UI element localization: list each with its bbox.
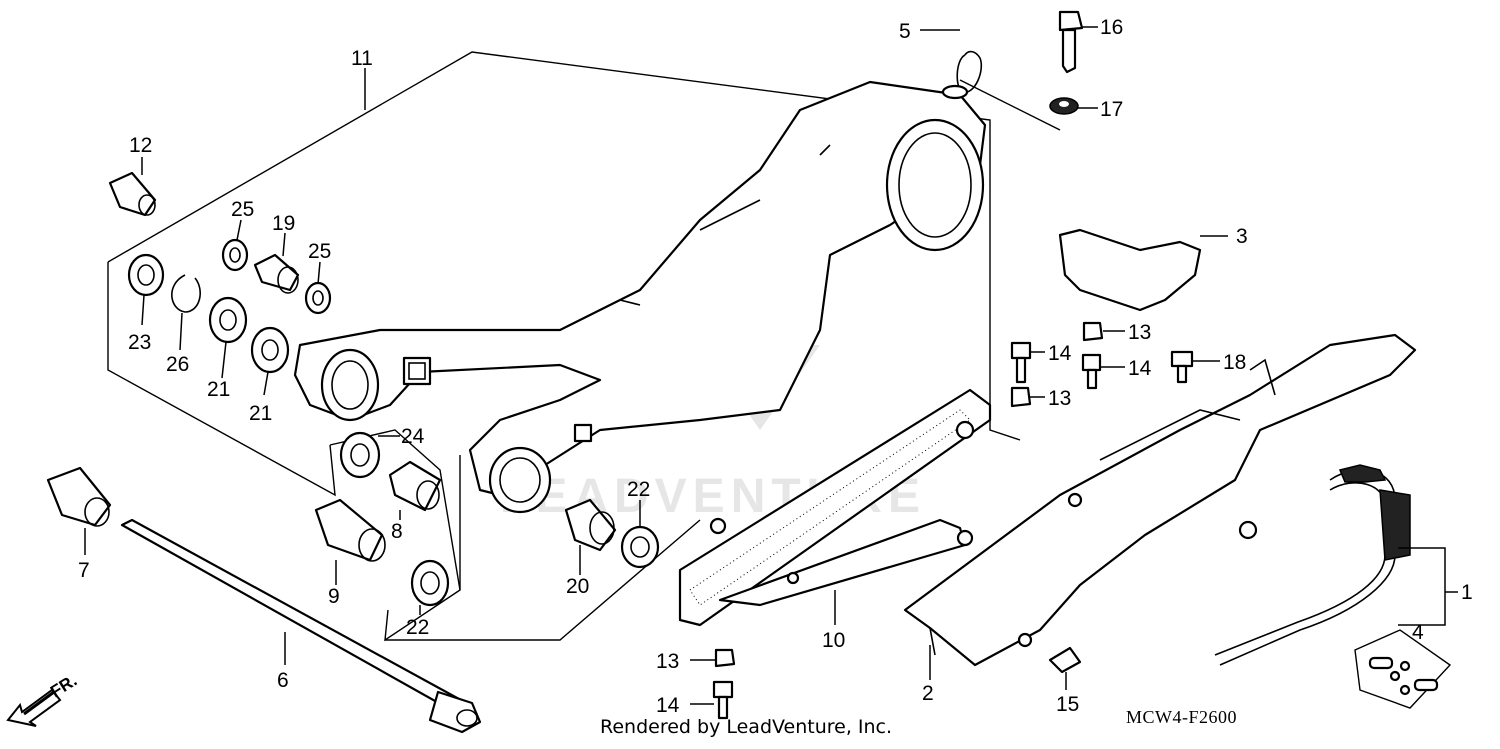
callout-13a: 13: [1128, 321, 1151, 344]
callout-16: 16: [1100, 16, 1123, 39]
washer-17: [1049, 97, 1079, 115]
callout-6: 6: [277, 669, 289, 692]
callout-26: 26: [166, 353, 189, 376]
callout-1: 1: [1461, 581, 1473, 604]
seal-25: [221, 238, 332, 315]
callout-21a: 21: [207, 378, 230, 401]
diagram-code: MCW4-F2600: [1126, 707, 1238, 727]
bearing-21: [208, 296, 290, 374]
callout-5: 5: [899, 20, 911, 43]
collar-8: [388, 460, 442, 512]
pivot-shaft: [120, 518, 482, 734]
collar-9: [314, 498, 386, 562]
drive-chain: [1214, 464, 1411, 666]
nut-13-upper: [1082, 321, 1104, 342]
callout-10: 10: [822, 629, 845, 652]
callout-17: 17: [1100, 98, 1123, 121]
group-outline-pivot: [329, 429, 461, 642]
chain-guard: [903, 333, 1417, 667]
callout-22a: 22: [406, 616, 429, 639]
circlip-26: [171, 274, 201, 313]
callout-4: 4: [1412, 621, 1424, 644]
nut-13-lower: [714, 648, 736, 668]
callout-2: 2: [922, 682, 934, 705]
callout-8: 8: [391, 520, 403, 543]
callout-14c: 14: [656, 694, 680, 717]
callout-20: 20: [566, 575, 589, 598]
callout-14b: 14: [1128, 357, 1152, 380]
callout-13c: 13: [656, 650, 679, 673]
nut-13-mid: [1010, 386, 1032, 408]
callout-9: 9: [328, 585, 340, 608]
bolt-16: [1058, 10, 1084, 74]
callout-21b: 21: [249, 402, 272, 425]
seal-23: [127, 253, 165, 297]
callout-15: 15: [1056, 693, 1079, 716]
group-outline-swingarm: [107, 51, 1021, 441]
seal-22: [410, 525, 660, 607]
collar-12: [108, 171, 157, 217]
bolt-18: [1170, 350, 1194, 384]
collar-7: [46, 466, 112, 527]
bearing-19: [253, 253, 300, 294]
front-direction-indicator: FR.: [6, 671, 80, 727]
callout-24: 24: [401, 425, 425, 448]
callout-18: 18: [1223, 351, 1246, 374]
callout-11: 11: [351, 47, 373, 70]
bolt-14-upper: [1010, 341, 1032, 384]
callout-12: 12: [129, 134, 152, 157]
callout-25b: 25: [308, 240, 331, 263]
footer-credit: Rendered by LeadVenture, Inc.: [600, 716, 893, 738]
callout-23: 23: [128, 331, 151, 354]
bolt-15: [1048, 646, 1082, 674]
callout-19: 19: [272, 212, 295, 235]
bolt-14-lower: [712, 680, 734, 720]
swingarm: [293, 80, 987, 514]
master-link: [1354, 629, 1452, 709]
callout-14a: 14: [1048, 342, 1072, 365]
callout-22b: 22: [627, 478, 650, 501]
callout-3: 3: [1236, 225, 1248, 248]
callout-7: 7: [78, 559, 90, 582]
bearing-20: [564, 498, 617, 552]
chain-case: [678, 388, 992, 627]
bolt-14-mid: [1081, 353, 1102, 390]
pin-5: [941, 50, 982, 100]
leader-lines: [84, 26, 1458, 705]
seal-24: [339, 431, 381, 479]
callout-labels: 11 12 25 19 25 23 26 21 21 24 7 8 9 6 22…: [78, 16, 1473, 717]
bracket: [1058, 228, 1202, 312]
callout-13b: 13: [1048, 387, 1071, 410]
callout-25a: 25: [231, 198, 254, 221]
